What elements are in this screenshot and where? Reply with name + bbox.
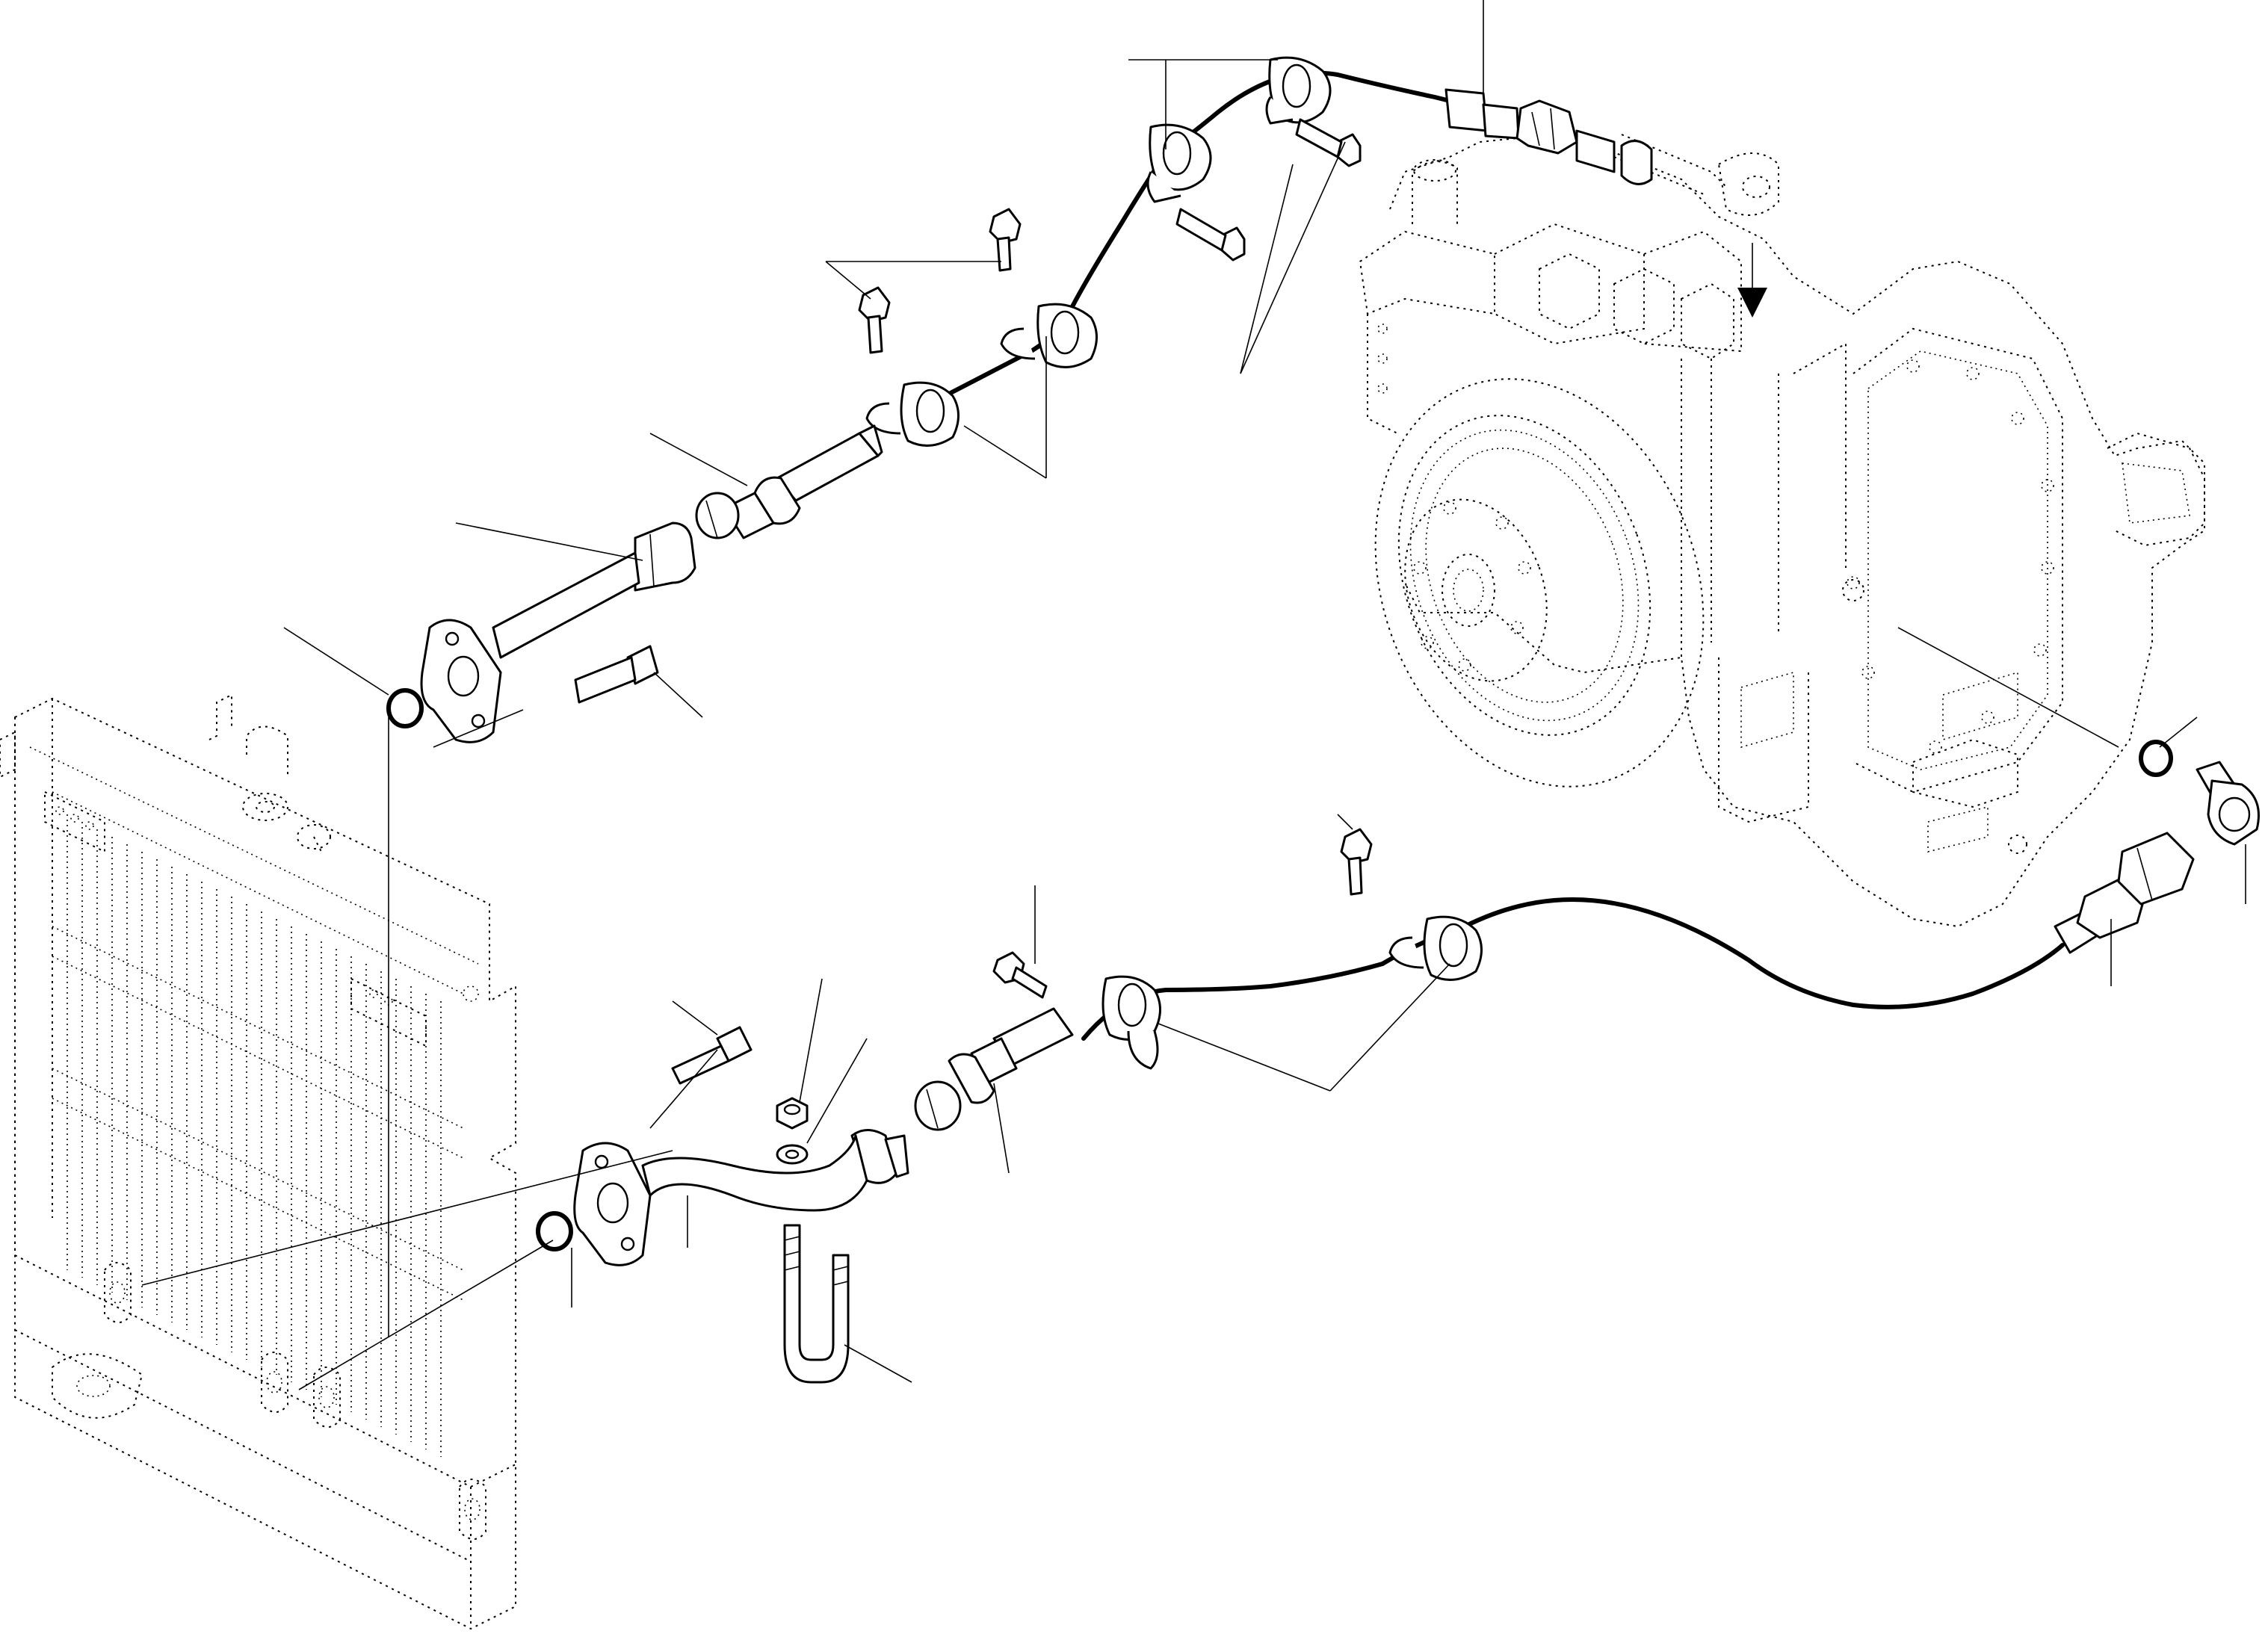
lower-pipe xyxy=(573,1129,909,1266)
transmission xyxy=(1359,133,2205,928)
cooler-port-flange xyxy=(52,1262,486,1540)
upper-hose-end-fitting xyxy=(1444,88,1616,173)
callout-leaders xyxy=(141,0,2246,1390)
oil-cooler xyxy=(0,693,516,1630)
bolt xyxy=(1295,118,1362,167)
bolt xyxy=(574,645,659,704)
o-ring xyxy=(2139,740,2173,777)
bolt xyxy=(858,286,891,354)
hose-clamp xyxy=(1388,915,1483,981)
arrow-marker xyxy=(1737,243,1767,318)
hose-clamp xyxy=(1101,975,1161,1070)
upper-pipe xyxy=(420,522,696,743)
elbow-fitting-top xyxy=(1620,140,1653,185)
bolt xyxy=(1175,208,1246,261)
hose-clamp xyxy=(1000,303,1098,368)
elbow-fitting xyxy=(2196,761,2260,846)
washer xyxy=(776,1144,809,1165)
o-ring xyxy=(386,688,424,728)
nut xyxy=(776,1097,809,1130)
o-ring xyxy=(536,1211,573,1251)
bolt xyxy=(671,1026,753,1085)
hose-clamp xyxy=(1265,56,1332,125)
hose-clamp xyxy=(865,381,960,447)
bolt xyxy=(992,951,1048,999)
u-bolt xyxy=(783,1224,850,1384)
lower-pipe-fittings xyxy=(914,1007,1074,1131)
flywheel xyxy=(1374,378,1705,787)
bolt xyxy=(1340,828,1373,896)
cooler-fins xyxy=(67,814,442,1457)
bolt xyxy=(989,208,1022,272)
upper-pipe-fittings xyxy=(695,424,883,539)
lower-hose-end-fitting xyxy=(2054,832,2195,954)
hose-clamp xyxy=(1146,123,1212,203)
lower-hose xyxy=(1081,897,2065,1041)
